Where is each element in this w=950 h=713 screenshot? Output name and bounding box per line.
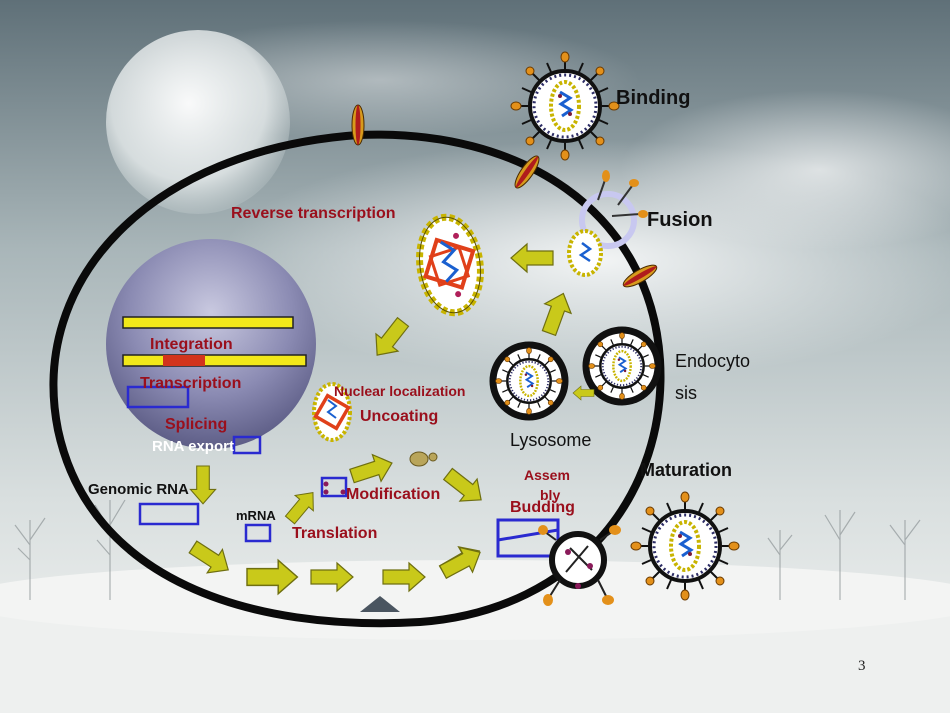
modification-protein-icon [320,476,348,498]
fusion-capsid-icon [567,229,603,277]
reverse-transcription-capsid-icon [414,213,487,316]
budding-icon [496,518,621,606]
label-uncoating: Uncoating [360,408,439,425]
label-fusion: Fusion [647,209,713,231]
page-number: 3 [858,658,866,674]
label-assembly-line1: Assem [524,467,570,483]
receptor-icons [351,104,658,288]
label-mrna: mRNA [236,508,276,523]
label-rna-export: RNA export [152,438,234,455]
lysosome-icon [489,341,569,421]
assembly-particle-icon [409,451,429,467]
fusion-icon [579,170,648,249]
label-lysosome: Lysosome [510,430,592,450]
binding-virus-icon [509,50,621,162]
mrna-icon [244,523,272,543]
label-budding: Budding [510,499,575,516]
label-endocytosis-line2: sis [675,383,697,403]
label-reverse-transcription: Reverse transcription [231,205,396,222]
genomic-rna-icon [138,502,200,526]
label-integration: Integration [150,336,233,353]
label-modification: Modification [346,486,441,503]
label-nuclear-localization: Nuclear localization [334,383,466,399]
label-transcription: Transcription [140,375,242,392]
maturation-virus-icon [629,490,741,602]
uncoating-capsid-icon [312,382,352,442]
label-genomic-rna: Genomic RNA [88,481,189,498]
label-splicing: Splicing [165,416,228,433]
label-endocytosis-line1: Endocyto [675,351,751,371]
label-maturation: Maturation [640,460,732,480]
nucleus [106,239,316,455]
label-binding: Binding [616,87,691,109]
label-assembly-line2: bly [540,487,561,503]
endocytosis-vesicle-icon [582,326,662,406]
label-translation: Translation [292,525,378,542]
